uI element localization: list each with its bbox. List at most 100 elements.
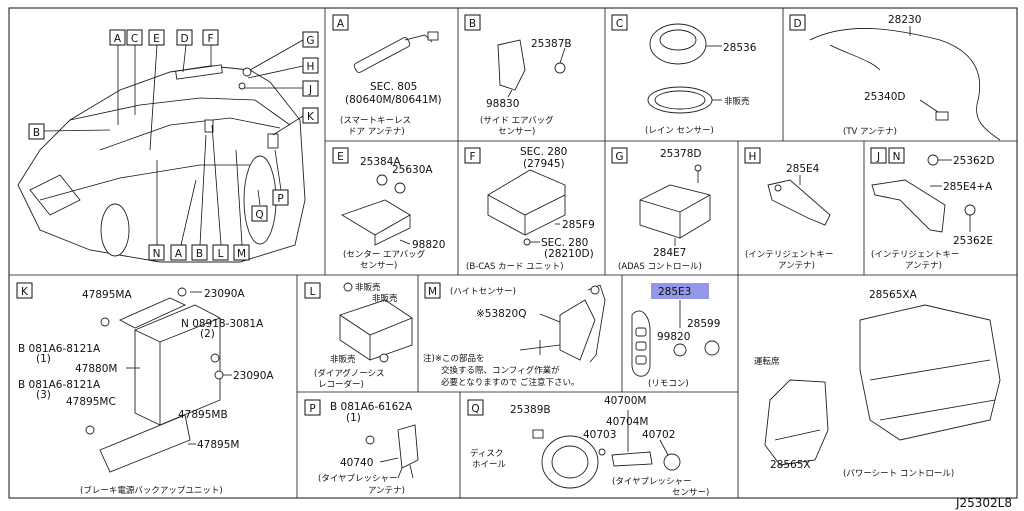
car-letter-D[interactable]: D (176, 29, 193, 46)
svg-text:(インテリジェントキー: (インテリジェントキー (745, 250, 833, 260)
svg-text:注)※この部品を: 注)※この部品を (423, 353, 484, 364)
svg-text:SEC. 805: SEC. 805 (370, 81, 417, 93)
svg-text:非販売: 非販売 (372, 293, 398, 304)
svg-text:SEC. 280: SEC. 280 (520, 146, 567, 158)
svg-text:B 081A6-8121A: B 081A6-8121A (18, 343, 101, 355)
car-letter-B2[interactable]: B (191, 244, 208, 261)
svg-text:(ブレーキ電源バックアップユニット): (ブレーキ電源バックアップユニット) (80, 485, 223, 496)
svg-text:(サイド エアバッグ: (サイド エアバッグ (480, 115, 554, 126)
car-letter-A2[interactable]: A (170, 244, 187, 261)
front-wheel (243, 155, 277, 245)
svg-text:B 081A6-8121A: B 081A6-8121A (18, 379, 101, 391)
svg-text:25630A: 25630A (392, 164, 433, 176)
svg-text:47895MB: 47895MB (178, 409, 228, 421)
adas-control (639, 184, 711, 239)
svg-text:G: G (306, 35, 314, 47)
svg-text:25362D: 25362D (953, 155, 995, 167)
svg-text:(レイン センサー): (レイン センサー) (645, 126, 714, 136)
svg-text:C: C (131, 33, 138, 45)
section-m: M (ハイトセンサー) ※53820Q 注)※この部品を 交換する際、コンフィグ… (423, 282, 606, 388)
car-letter-C[interactable]: C (126, 29, 143, 46)
svg-text:M: M (428, 286, 437, 298)
svg-text:28536: 28536 (723, 42, 757, 54)
svg-text:285E3: 285E3 (658, 286, 691, 298)
svg-text:25384A: 25384A (360, 156, 401, 168)
svg-text:ドア アンテナ): ドア アンテナ) (348, 127, 405, 137)
smart-door-antenna (353, 37, 411, 73)
svg-text:非販売: 非販売 (330, 354, 356, 365)
car-letter-J[interactable]: J (302, 80, 319, 97)
car-letter-K[interactable]: K (302, 107, 319, 124)
svg-text:D: D (793, 18, 801, 30)
svg-text:285E4: 285E4 (786, 163, 820, 175)
svg-text:(1): (1) (346, 412, 361, 424)
svg-text:98820: 98820 (412, 239, 445, 251)
svg-text:47895MA: 47895MA (82, 289, 132, 301)
svg-text:N: N (893, 151, 901, 163)
svg-text:284E7: 284E7 (653, 247, 686, 259)
svg-text:運転席: 運転席 (754, 356, 780, 367)
car-letter-M[interactable]: M (233, 244, 250, 261)
svg-text:23090A: 23090A (233, 370, 274, 382)
svg-text:47895MC: 47895MC (66, 396, 116, 408)
car-letter-A[interactable]: A (109, 29, 126, 46)
svg-text:G: G (615, 151, 623, 163)
svg-text:K: K (307, 111, 315, 123)
svg-text:K: K (21, 286, 29, 298)
svg-text:Q: Q (471, 403, 479, 415)
svg-text:B: B (196, 248, 203, 260)
car-letter-E[interactable]: E (148, 29, 165, 46)
svg-text:H: H (749, 151, 757, 163)
svg-text:99820: 99820 (657, 331, 690, 343)
section-e: E 25384A 25630A 98820 (センター エアバッグ センサー) (332, 147, 445, 271)
car-letter-F[interactable]: F (202, 29, 219, 46)
section-q: Q 25389B 40700M 40704M 40703 40702 ディスク … (467, 395, 709, 498)
svg-text:40740: 40740 (340, 457, 373, 469)
car-letter-P[interactable]: P (272, 189, 289, 206)
svg-text:28599: 28599 (687, 318, 720, 330)
intelligent-key-antenna-jn (871, 179, 946, 233)
section-k: K 47895MA 23090A N 08918-3081A (2) B 081… (16, 282, 274, 496)
svg-text:非販売: 非販売 (355, 282, 381, 293)
driver-seat (764, 379, 829, 466)
svg-text:M: M (237, 248, 246, 260)
svg-text:アンテナ): アンテナ) (368, 486, 405, 496)
section-p: P B 081A6-6162A (1) 40740 (タイヤプレッシャー アンテ… (304, 399, 419, 496)
svg-text:25387B: 25387B (531, 38, 572, 50)
svg-text:(80640M/80641M): (80640M/80641M) (345, 94, 442, 106)
svg-text:98830: 98830 (486, 98, 519, 110)
svg-text:Q: Q (255, 209, 263, 221)
car-overview: A C E D F G H J K B N A B L M Q P (17, 29, 319, 263)
svg-text:40703: 40703 (583, 429, 616, 441)
svg-text:センサー): センサー) (498, 127, 535, 137)
svg-text:F: F (207, 33, 213, 45)
svg-text:L: L (218, 248, 224, 260)
car-letter-L[interactable]: L (212, 244, 229, 261)
section-jn: J N 25362D 285E4+A 25362E (インテリジェントキー アン… (870, 147, 995, 271)
intelligent-key-antenna-h (767, 179, 831, 226)
svg-text:(パワーシート コントロール): (パワーシート コントロール) (843, 469, 954, 479)
car-letter-Q[interactable]: Q (251, 205, 268, 222)
svg-text:P: P (277, 193, 283, 205)
svg-text:A: A (114, 33, 122, 45)
car-letter-N[interactable]: N (148, 244, 165, 261)
section-l: L 非販売 非販売 非販売 (ダイアグノーシス レコーダー) (304, 282, 413, 390)
section-g: G 25378D 284E7 (ADAS コントロール) (611, 147, 711, 272)
svg-text:レコーダー): レコーダー) (318, 379, 364, 390)
svg-text:(1): (1) (36, 353, 51, 365)
svg-text:28565X: 28565X (770, 459, 811, 471)
car-letter-H[interactable]: H (302, 57, 319, 74)
svg-text:(2): (2) (200, 328, 215, 340)
tire-pressure-sensor (611, 451, 653, 467)
car-letter-B[interactable]: B (28, 123, 45, 140)
svg-text:E: E (153, 33, 160, 45)
car-letter-G[interactable]: G (302, 31, 319, 48)
svg-text:25389B: 25389B (510, 404, 551, 416)
svg-text:(3): (3) (36, 389, 51, 401)
svg-text:SEC. 280: SEC. 280 (541, 237, 588, 249)
svg-text:ホイール: ホイール (472, 460, 507, 470)
svg-text:(27945): (27945) (523, 158, 565, 170)
svg-text:(リモコン): (リモコン) (648, 379, 689, 389)
svg-text:L: L (310, 286, 316, 298)
